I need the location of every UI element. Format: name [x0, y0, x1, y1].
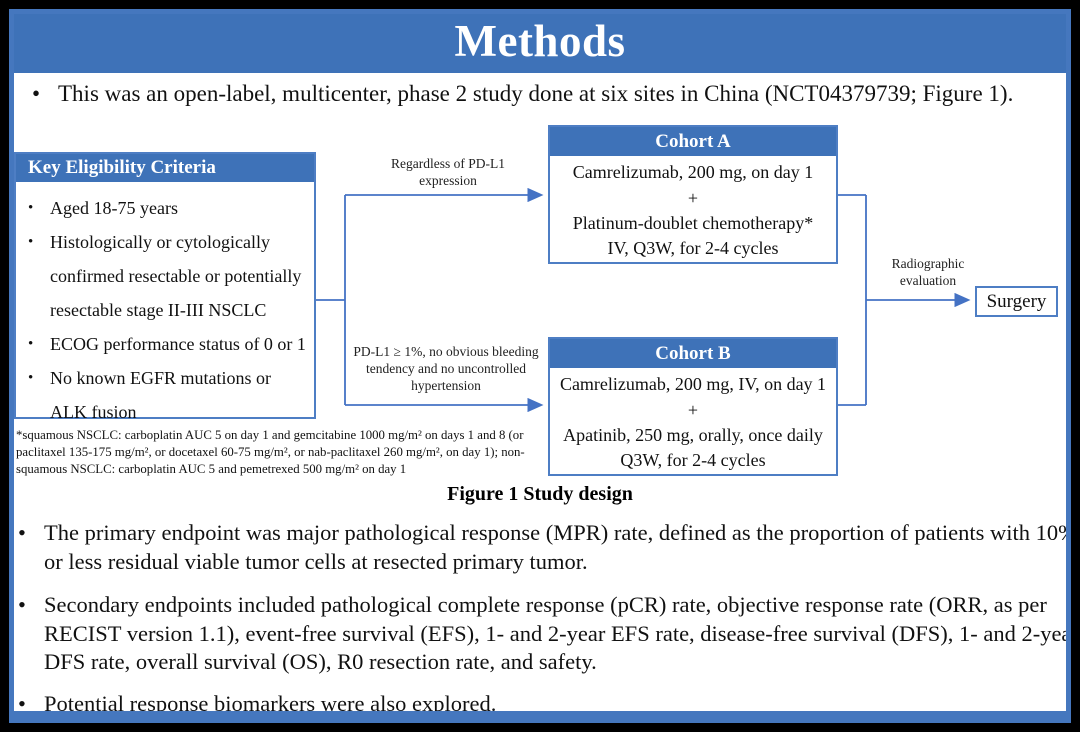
cohort-a-body: Camrelizumab, 200 mg, on day 1 + Platinu… — [550, 156, 836, 264]
cohort-a-box: Cohort A Camrelizumab, 200 mg, on day 1 … — [548, 125, 838, 264]
branch-label-bottom: PD-L1 ≥ 1%, no obvious bleeding tendency… — [353, 344, 539, 393]
evaluation-label: Radiographic evaluation — [891, 256, 965, 288]
chemotherapy-footnote: *squamous NSCLC: carboplatin AUC 5 on da… — [16, 428, 525, 476]
cohort-b-body: Camrelizumab, 200 mg, IV, on day 1 + Apa… — [550, 368, 836, 476]
endpoint-bullet-secondary: Secondary endpoints included pathologica… — [16, 591, 1080, 677]
cohort-b-header: Cohort B — [550, 339, 836, 368]
title-band: Methods — [9, 9, 1071, 73]
cohort-b-line: Apatinib, 250 mg, orally, once daily — [563, 424, 823, 445]
eligibility-item: Histologically or cytologically confirme… — [22, 225, 310, 327]
endpoint-bullet-primary: The primary endpoint was major pathologi… — [16, 519, 1080, 576]
figure-caption: Figure 1 Study design — [447, 483, 633, 505]
eligibility-header: Key Eligibility Criteria — [16, 154, 314, 182]
cohort-a-line: Camrelizumab, 200 mg, on day 1 — [572, 162, 814, 183]
cohort-b-line: Q3W, for 2-4 cycles — [620, 449, 766, 470]
eligibility-item: Aged 18-75 years — [22, 191, 310, 225]
surgery-box: Surgery — [975, 286, 1058, 317]
branch-label-top: Regardless of PD-L1 expression — [391, 156, 505, 188]
eligibility-box: Key Eligibility Criteria Aged 18-75 year… — [14, 152, 316, 422]
intro-bullet: This was an open-label, multicenter, pha… — [30, 81, 1080, 107]
plus-icon: + — [687, 187, 699, 208]
cohort-b-box: Cohort B Camrelizumab, 200 mg, IV, on da… — [548, 337, 838, 476]
cohort-a-line: Platinum-doublet chemotherapy* — [572, 212, 814, 233]
plus-icon: + — [687, 399, 699, 420]
eligibility-item: ECOG performance status of 0 or 1 — [22, 327, 310, 361]
cohort-a-line: IV, Q3W, for 2-4 cycles — [607, 237, 779, 258]
page-title: Methods — [454, 16, 626, 66]
eligibility-list: Aged 18-75 years Histologically or cytol… — [22, 191, 310, 429]
cohort-a-header: Cohort A — [550, 127, 836, 156]
eligibility-item: No known EGFR mutations or ALK fusion — [22, 361, 310, 429]
cohort-b-line: Camrelizumab, 200 mg, IV, on day 1 — [559, 374, 827, 395]
